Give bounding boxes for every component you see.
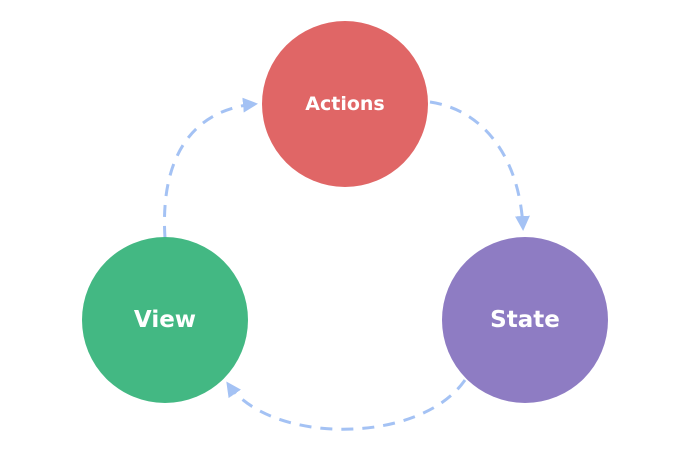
actions-circle (262, 21, 428, 187)
state-node: State (442, 237, 608, 403)
arrow-actions-to-state (429, 100, 530, 231)
state-label: State (490, 307, 560, 333)
view-circle (82, 237, 248, 403)
state-circle (442, 237, 608, 403)
arrow-view-to-actions (162, 97, 258, 239)
actions-node: Actions (262, 21, 428, 187)
view-label: View (134, 307, 196, 333)
arrow-state-to-view (226, 379, 467, 431)
view-node: View (82, 237, 248, 403)
actions-label: Actions (305, 93, 384, 115)
